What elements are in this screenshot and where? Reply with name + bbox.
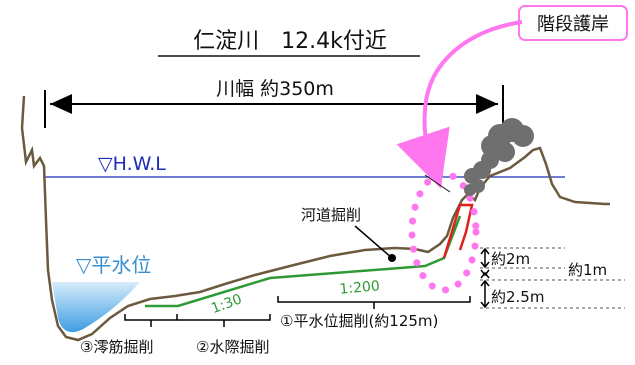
revetment-pointer <box>424 174 451 193</box>
diagram-title: 仁淀川 12.4k付近 <box>193 29 387 54</box>
work-1-label: ①平水位掘削(約125m) <box>280 312 438 330</box>
slope-1-200: 1:200 <box>339 278 381 297</box>
callout-arrow <box>396 20 523 189</box>
dim-arrows <box>480 247 490 309</box>
channel-excavation-dot <box>388 254 396 262</box>
works-brackets <box>124 296 471 327</box>
dim-about-2-5m: 約2.5m <box>491 288 544 306</box>
dim-about-2m: 約2m <box>491 250 530 268</box>
channel-excavation-label: 河道掘削 <box>301 206 361 224</box>
ground-profile <box>20 95 610 342</box>
bank-trees <box>464 118 534 196</box>
channel-excavation-leader <box>354 225 393 259</box>
callout-label: 階段護岸 <box>537 14 609 35</box>
river-width-label: 川幅 約350m <box>216 78 334 100</box>
work-2-label: ②水際掘削 <box>196 338 269 356</box>
hwl-label: ▽H.W.L <box>98 153 166 175</box>
low-water-label: ▽平水位 <box>76 253 151 277</box>
stepped-revetment <box>442 203 474 259</box>
dim-about-1m: 約1m <box>568 261 607 279</box>
revetment-highlight <box>408 170 480 294</box>
work-3-label: ③澪筋掘削 <box>80 338 153 356</box>
low-water-body <box>52 282 140 333</box>
